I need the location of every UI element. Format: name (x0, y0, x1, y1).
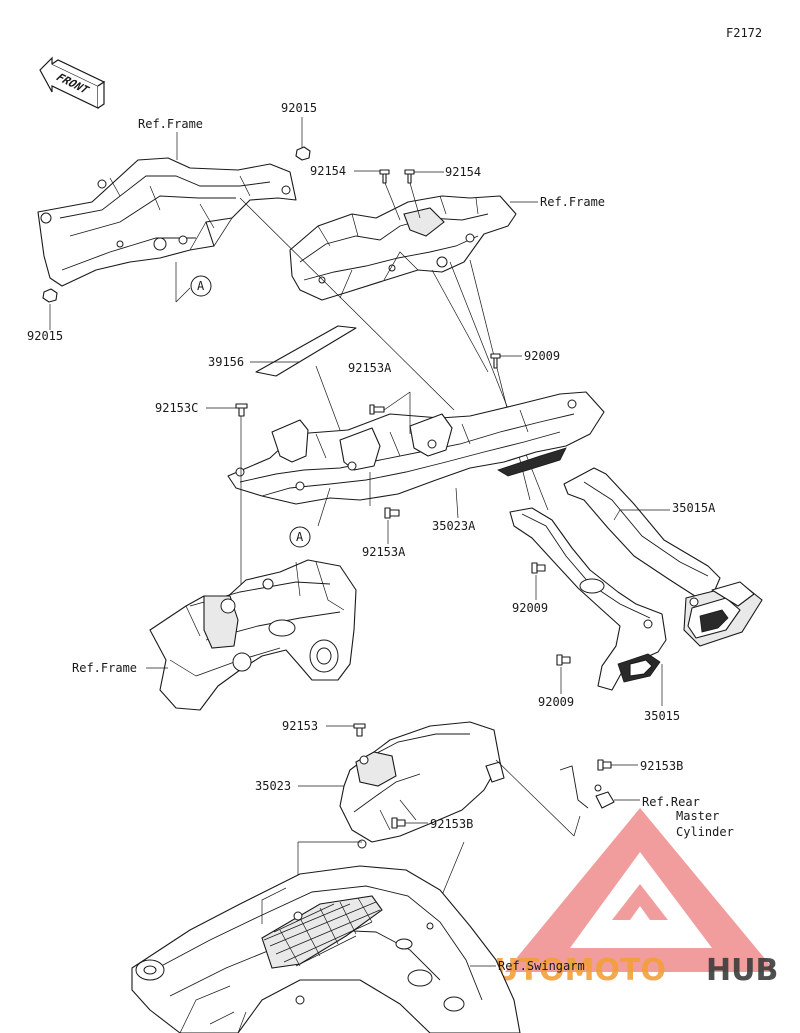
label-92153B-right: 92153B (640, 759, 683, 773)
bolt-92153B-left-icon (391, 817, 406, 829)
label-92153: 92153 (282, 719, 318, 733)
nut-92015-top-icon (295, 146, 311, 161)
frame-bracket-left (37, 157, 297, 287)
nut-92015-left-icon (42, 288, 58, 303)
callout-a-top-label: A (197, 279, 205, 293)
label-ref-rear-line1: Ref.Rear (642, 795, 700, 809)
label-92154-right: 92154 (445, 165, 481, 179)
watermark-triangle-icon (505, 808, 776, 972)
watermark-brand-right: HUB (706, 953, 778, 988)
label-ref-frame-top-left: Ref.Frame (138, 117, 203, 131)
label-35023A: 35023A (432, 519, 476, 533)
seat-bracket-upper (289, 195, 517, 301)
bolt-92153A-bottom-icon (384, 507, 400, 519)
label-ref-frame-middle: Ref.Frame (72, 661, 137, 675)
front-arrow-icon: FRONT (39, 56, 106, 109)
label-ref-rear-line2: Master (676, 809, 719, 823)
swingarm (131, 865, 521, 1033)
bolt-92009-bottom-icon (556, 654, 571, 666)
label-92009-mid: 92009 (512, 601, 548, 615)
label-ref-swingarm: Ref.Swingarm (498, 959, 585, 973)
pad-39156 (255, 325, 357, 377)
label-39156: 39156 (208, 355, 244, 369)
bolt-92153A-top-icon (369, 404, 385, 415)
label-92009-top: 92009 (524, 349, 560, 363)
bolt-92153C-icon (235, 403, 248, 417)
bolt-92009-mid-icon (531, 562, 546, 574)
label-92153B-left: 92153B (430, 817, 473, 831)
undertray-35023A (227, 391, 605, 505)
label-92153A-top: 92153A (348, 361, 392, 375)
label-92015-left: 92015 (27, 329, 63, 343)
label-92153A-bottom: 92153A (362, 545, 406, 559)
label-35015: 35015 (644, 709, 680, 723)
frame-middle-section (149, 559, 357, 711)
bracket-35015A (563, 467, 763, 647)
label-ref-rear-line3: Cylinder (676, 825, 734, 839)
label-92009-bottom: 92009 (538, 695, 574, 709)
label-92153C: 92153C (155, 401, 198, 415)
label-35015A: 35015A (672, 501, 716, 515)
rear-master-cylinder-bracket (559, 765, 615, 809)
bracket-35015 (509, 507, 667, 691)
rear-fender-35023 (339, 721, 505, 849)
watermark-inner-mark-icon (612, 884, 668, 920)
label-92015-top: 92015 (281, 101, 317, 115)
callout-a-bottom-label: A (296, 530, 304, 544)
callout-a-bottom-icon (289, 526, 311, 548)
bolt-92154-left-icon (379, 169, 390, 184)
bolt-92009-top-icon (490, 353, 501, 369)
bolt-92154-right-icon (404, 169, 415, 184)
label-92154-left: 92154 (310, 164, 346, 178)
callout-a-top-icon (190, 275, 212, 297)
bolt-92153-icon (353, 723, 366, 737)
diagram-code: F2172 (726, 26, 762, 40)
bolt-92153B-right-icon (594, 759, 612, 792)
label-35023: 35023 (255, 779, 291, 793)
label-ref-frame-top-right: Ref.Frame (540, 195, 605, 209)
